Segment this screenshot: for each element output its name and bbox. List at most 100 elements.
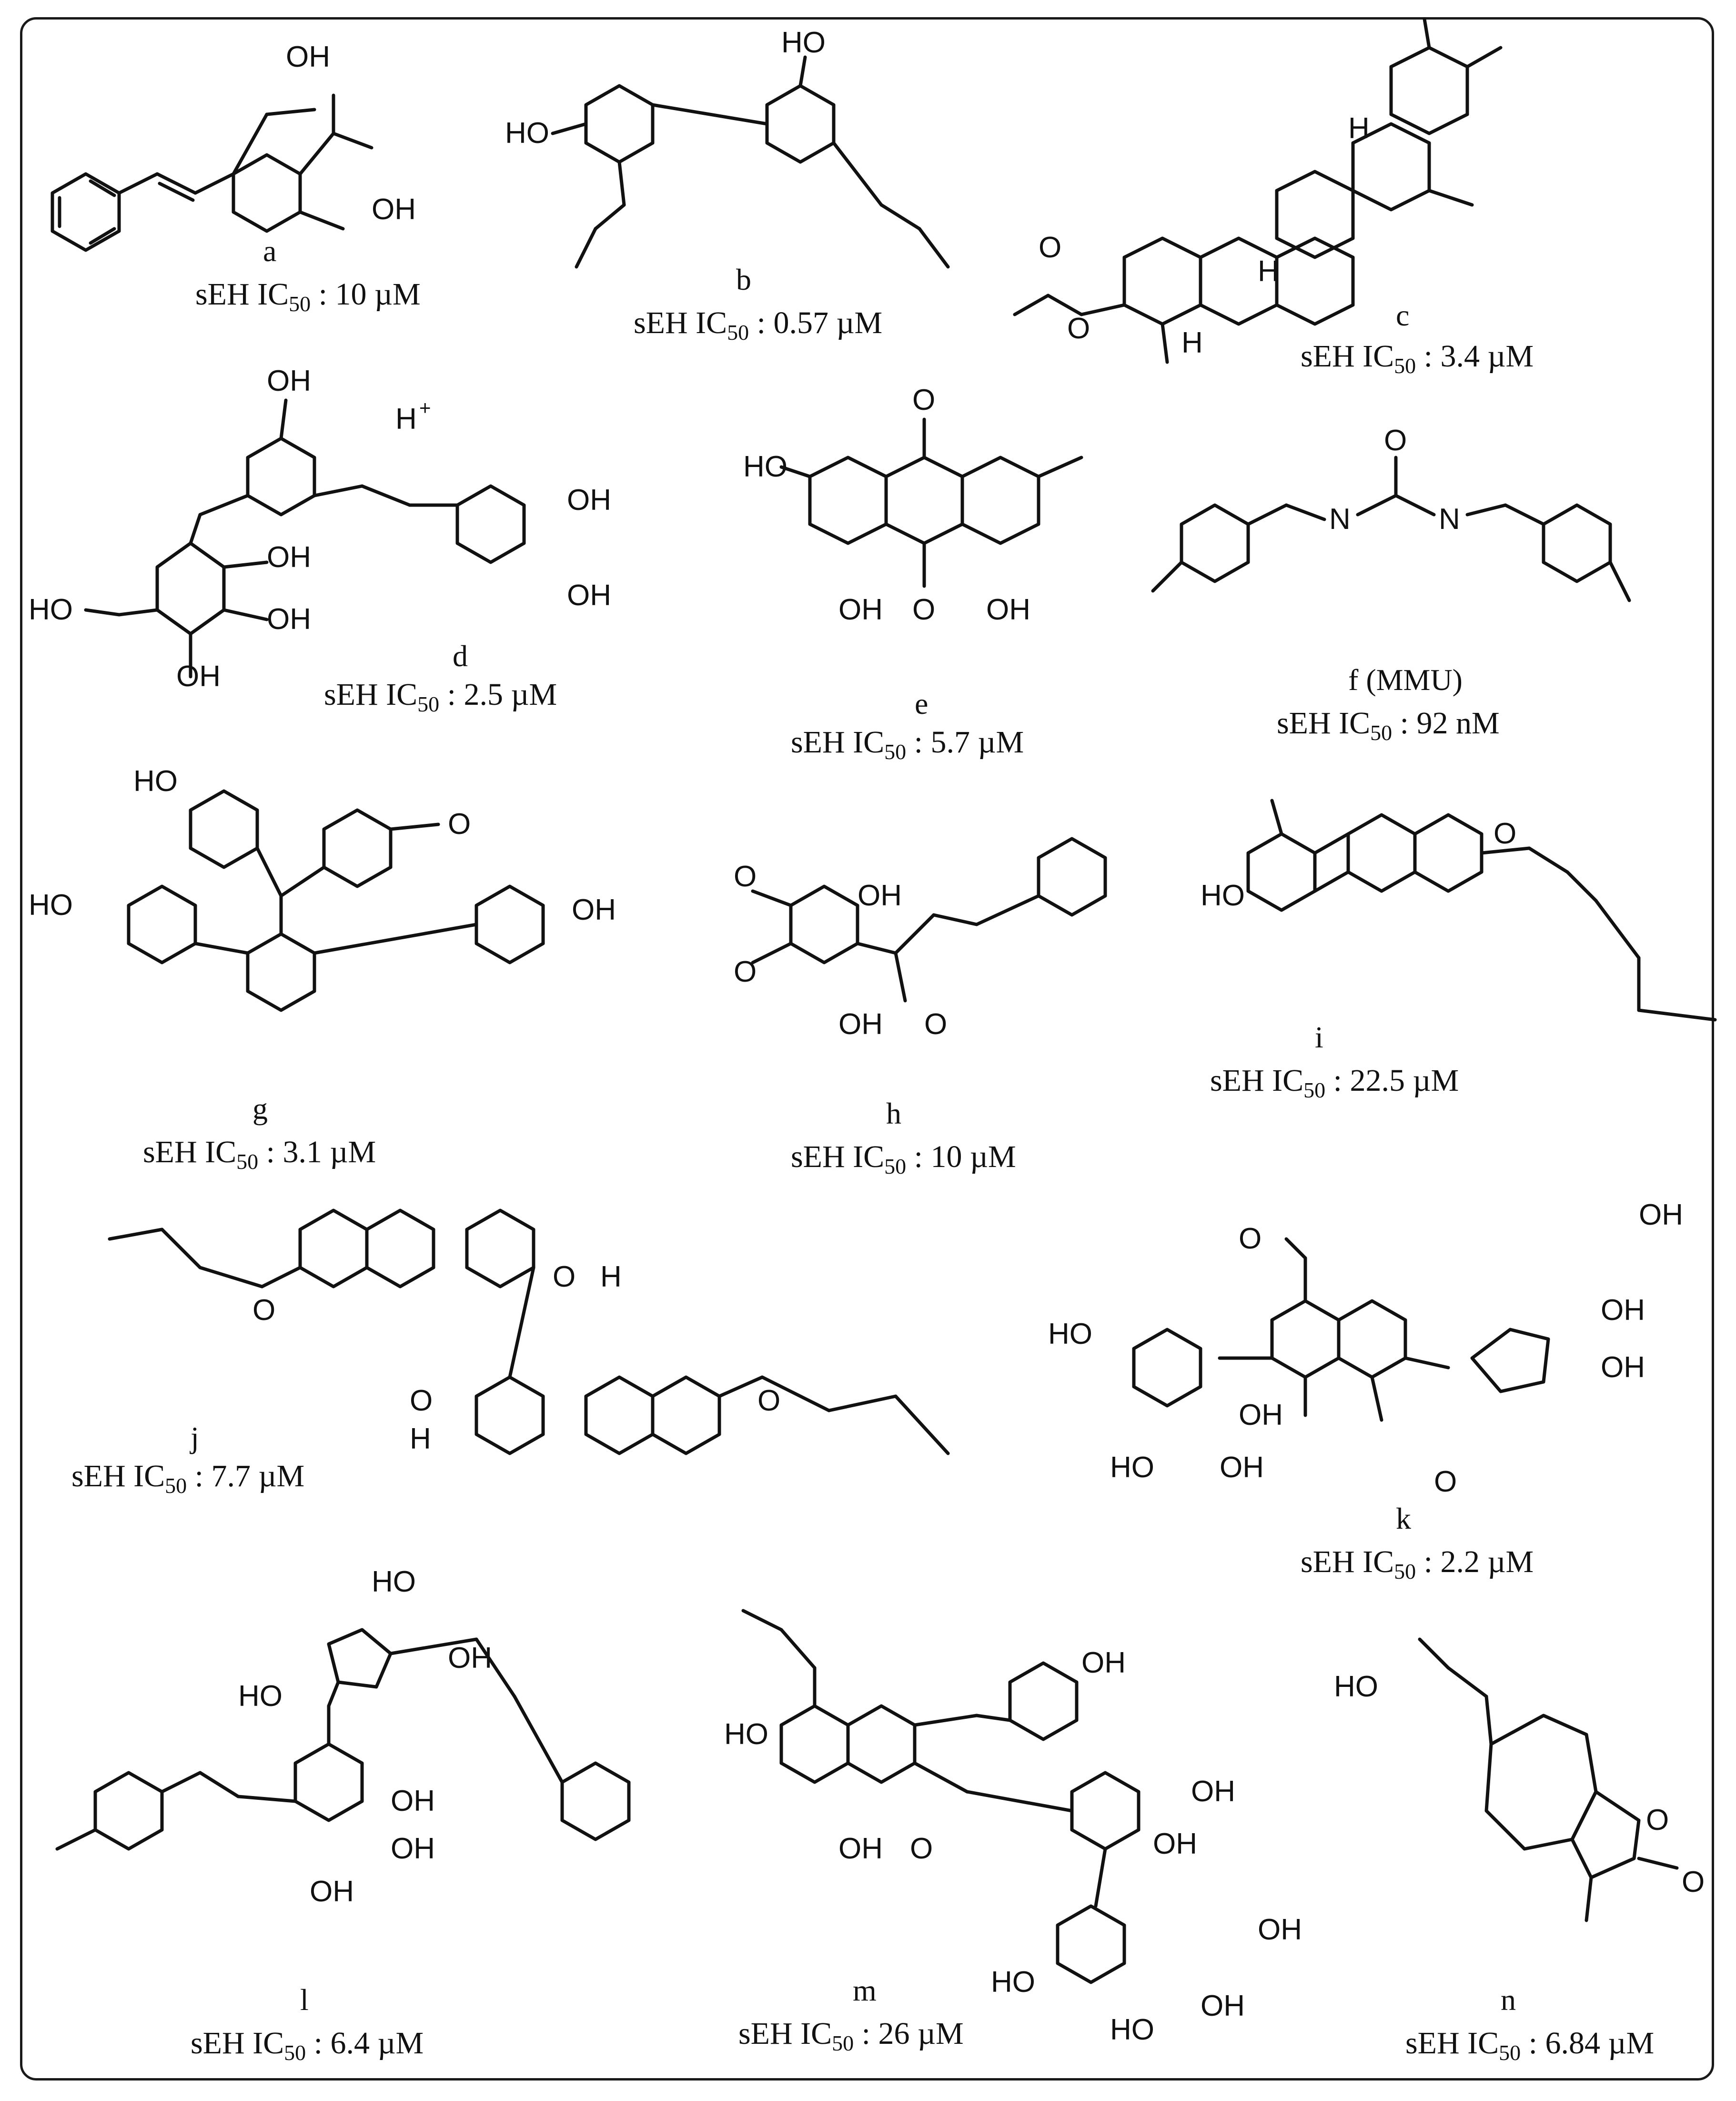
compound-n-ic50: sEH IC50 : 6.84 µM xyxy=(1405,2026,1655,2065)
atom-m-oh-bottom: OH xyxy=(838,1832,883,1865)
atom-h-o: O xyxy=(924,1008,947,1041)
compound-f-ic50: sEH IC50 : 92 nM xyxy=(1277,706,1500,745)
atom-m-ho-3: HO xyxy=(1110,2013,1154,2046)
compound-i-id: i xyxy=(1315,1020,1323,1054)
atom-m-oh-3: OH xyxy=(1258,1913,1302,1946)
atom-g-ho-left: HO xyxy=(29,889,73,922)
structure-e xyxy=(779,417,1083,588)
structure-l xyxy=(55,1628,631,1851)
compound-b-ic50: sEH IC50 : 0.57 µM xyxy=(634,305,883,345)
atom-a-oh-right: OH xyxy=(372,193,416,226)
atom-l-ho: HO xyxy=(238,1680,283,1713)
compound-d-id: d xyxy=(453,639,468,673)
atom-l-oh-4: OH xyxy=(310,1875,354,1908)
compound-c-ic50: sEH IC50 : 3.4 µM xyxy=(1301,339,1534,378)
compound-e-ic50: sEH IC50 : 5.7 µM xyxy=(791,725,1024,764)
atom-l-ho-top: HO xyxy=(372,1565,416,1598)
compound-b-id: b xyxy=(736,263,751,296)
atom-f-nh2: N xyxy=(1439,503,1460,536)
atom-k-oh-5: OH xyxy=(1220,1451,1264,1484)
compound-c-id: c xyxy=(1396,298,1410,332)
compound-m-ic50: sEH IC50 : 26 µM xyxy=(738,2016,964,2056)
atom-g-ho-top: HO xyxy=(133,765,178,798)
compound-j-ic50: sEH IC50 : 7.7 µM xyxy=(71,1459,305,1498)
compound-g-id: g xyxy=(252,1092,268,1126)
structure-k xyxy=(1132,1237,1550,1422)
atom-m-oh-2: OH xyxy=(1153,1827,1197,1860)
figure-frame xyxy=(20,17,1714,2081)
compound-l-id: l xyxy=(300,1983,309,2017)
atom-k-o-top: O xyxy=(1239,1222,1262,1255)
atom-d-hplus: H xyxy=(395,403,417,436)
atom-m-oh-4: OH xyxy=(1201,1989,1245,2022)
atom-d-ho: HO xyxy=(29,593,73,626)
compound-g-ic50: sEH IC50 : 3.1 µM xyxy=(143,1135,376,1174)
atom-m-oh-top: OH xyxy=(1081,1646,1126,1679)
atom-d-oh-3: OH xyxy=(267,541,311,574)
compound-m-id: m xyxy=(853,1973,877,2007)
atom-j-oh-bottom: O xyxy=(410,1384,433,1417)
compound-a-ic50: sEH IC50 : 10 µM xyxy=(195,277,421,316)
atom-e-o-bottom: O xyxy=(912,593,935,626)
atom-e-oh-right: OH xyxy=(986,593,1030,626)
atom-l-oh-1: OH xyxy=(448,1642,492,1675)
atom-k-oh-2: OH xyxy=(1601,1294,1645,1327)
atom-l-oh-3: OH xyxy=(391,1832,435,1865)
structure-n xyxy=(1418,1637,1679,1922)
atom-d-oh-top: OH xyxy=(267,365,311,397)
atom-k-ho: HO xyxy=(1048,1318,1092,1350)
structure-h xyxy=(751,837,1107,1003)
atom-d-plus: + xyxy=(419,396,431,419)
atom-k-oh-3: OH xyxy=(1601,1351,1645,1384)
atom-c-o-ester: O xyxy=(1067,312,1090,345)
structure-b xyxy=(551,55,950,269)
atom-h-o-2: O xyxy=(734,955,757,988)
atom-c-h1: H xyxy=(1348,112,1370,145)
atom-i-ho: HO xyxy=(1201,879,1245,912)
compound-n-id: n xyxy=(1501,1983,1516,2017)
atom-d-oh-1: OH xyxy=(567,484,611,517)
atom-k-oh-4: OH xyxy=(1239,1399,1283,1431)
atom-n-ho: HO xyxy=(1334,1670,1378,1703)
compound-k-id: k xyxy=(1396,1502,1411,1535)
atom-j-o-left: O xyxy=(252,1294,275,1327)
atom-m-ho-2: HO xyxy=(991,1966,1035,1999)
compound-f-id: f (MMU) xyxy=(1348,663,1463,697)
atom-b-oh-top: HO xyxy=(781,26,826,59)
atom-m-oh-1: OH xyxy=(1191,1775,1235,1808)
atom-i-o: O xyxy=(1494,817,1516,850)
atom-k-o-carbonyl: O xyxy=(1434,1465,1457,1498)
atom-l-oh-2: OH xyxy=(391,1785,435,1817)
compound-d-ic50: sEH IC50 : 2.5 µM xyxy=(324,677,557,717)
structure-g xyxy=(127,789,545,1012)
atom-c-h2: H xyxy=(1258,255,1279,288)
atom-h-o-1: O xyxy=(734,860,757,893)
atom-e-o-top: O xyxy=(912,384,935,416)
compound-j-id: j xyxy=(191,1421,199,1454)
atom-c-o-carbonyl: O xyxy=(1039,231,1061,264)
atom-g-o: O xyxy=(448,808,471,841)
atom-n-o-carbonyl: O xyxy=(1682,1866,1705,1898)
atom-j-h-bottom: H xyxy=(410,1422,431,1455)
structure-d xyxy=(84,398,526,679)
atom-h-oh-top: OH xyxy=(858,879,902,912)
atom-m-o: O xyxy=(910,1832,933,1865)
atom-g-oh-right: OH xyxy=(572,893,616,926)
atom-f-o: O xyxy=(1384,424,1407,457)
atom-k-ho-2: HO xyxy=(1110,1451,1154,1484)
structure-f xyxy=(1151,456,1631,602)
atom-h-oh-bottom: OH xyxy=(838,1008,883,1041)
atom-j-oh-top: O xyxy=(553,1260,575,1293)
atom-b-ho-left: HO xyxy=(505,117,549,150)
compound-h-id: h xyxy=(886,1096,901,1130)
atom-k-oh-1: OH xyxy=(1639,1198,1683,1231)
structure-j xyxy=(108,1208,950,1455)
atom-j-h-top: H xyxy=(600,1260,622,1293)
compound-h-ic50: sEH IC50 : 10 µM xyxy=(791,1139,1016,1179)
atom-c-h3: H xyxy=(1181,326,1203,359)
atom-e-ho: HO xyxy=(743,450,787,483)
structure-a xyxy=(50,93,373,252)
atom-f-nh1: N xyxy=(1329,503,1351,536)
atom-d-oh-4: OH xyxy=(267,603,311,636)
